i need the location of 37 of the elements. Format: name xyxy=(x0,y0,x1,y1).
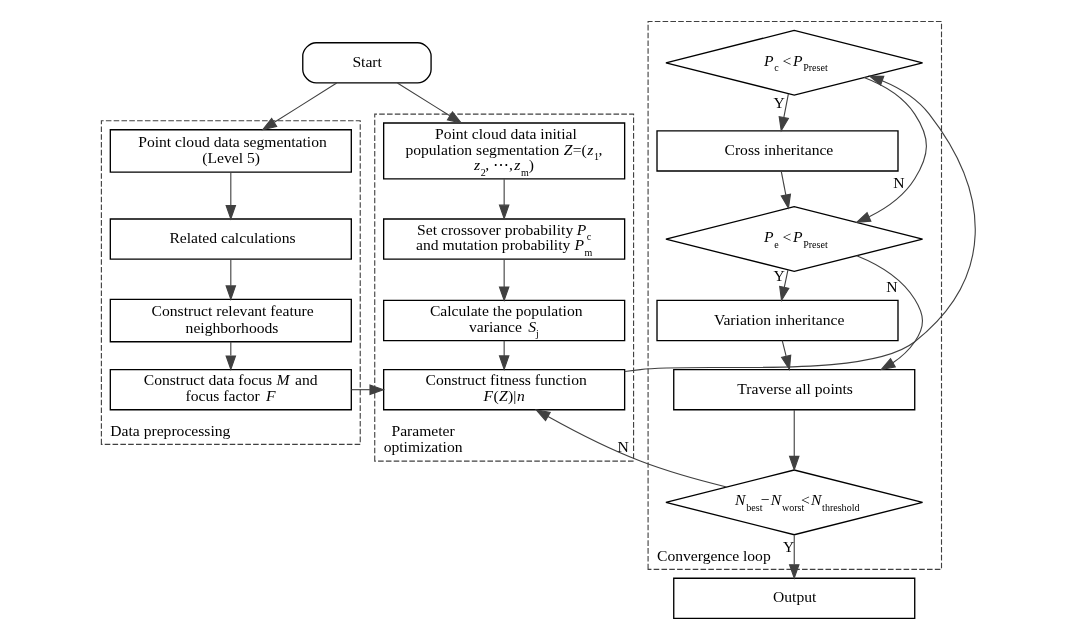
arrow xyxy=(396,82,463,124)
arrow xyxy=(498,258,510,303)
node-box: Cross inheritance xyxy=(655,130,899,172)
node-box: Construct fitness function F(Z)|n xyxy=(382,368,625,411)
arrow xyxy=(854,77,927,223)
arrow xyxy=(779,170,791,210)
node-box: Construct relevant feature neighborhoods xyxy=(109,298,352,343)
arrow xyxy=(780,340,791,371)
edge-label: Y xyxy=(773,94,785,112)
node-diamond: P$_{c}$ <P$_{Preset}$ xyxy=(664,29,923,96)
node-box: Related calculations xyxy=(109,218,352,260)
edge-label: N xyxy=(892,173,905,191)
arrow xyxy=(498,178,510,221)
node-box: Start xyxy=(301,42,432,84)
edge-label: N xyxy=(616,438,629,456)
node-box: Set crossover probability P$_{c}$ and mutation probability P$_{m}$ xyxy=(382,218,625,260)
arrow xyxy=(788,534,800,580)
arrow xyxy=(260,82,337,131)
arrow xyxy=(224,171,236,221)
arrow xyxy=(778,269,790,303)
node-box: Point cloud data segmentation (Level 5) xyxy=(109,129,352,173)
node-box: Variation inheritance xyxy=(655,299,899,342)
arrow xyxy=(788,409,800,472)
edge-label: N xyxy=(885,277,898,295)
arrow xyxy=(350,384,385,396)
arrow xyxy=(623,75,976,373)
node-box: Construct data focus M and focus factor F xyxy=(109,368,352,411)
node-box: Traverse all points xyxy=(672,368,915,411)
node-diamond: N$_{best}$−N$_{worst}$<N$_{threshold}$ xyxy=(664,469,923,536)
arrow xyxy=(224,258,236,301)
arrow xyxy=(855,255,923,371)
edge-label: Y xyxy=(782,538,794,556)
node-box: Calculate the population variance S$_{j}$ xyxy=(382,299,625,342)
arrow xyxy=(778,93,789,133)
node-box: Output xyxy=(672,577,915,620)
arrow xyxy=(534,409,727,488)
node-box: Point cloud data initial population segmentation Z=(z$_{1}$, z$_{2}$, ⋯,z$_{m}$) xyxy=(382,122,625,180)
